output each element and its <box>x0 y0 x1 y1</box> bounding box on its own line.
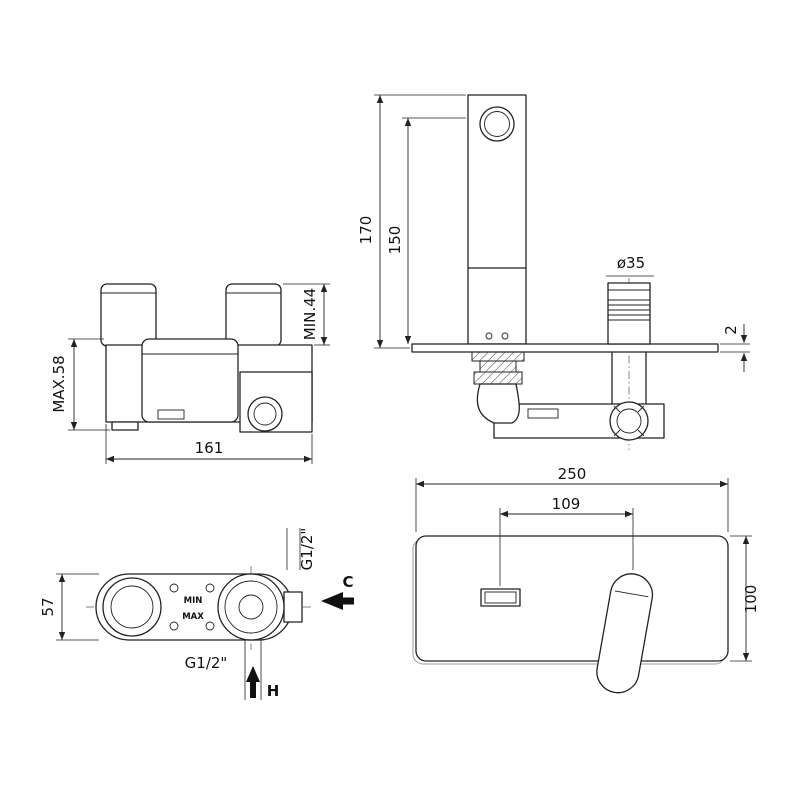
screw-hole <box>485 332 493 340</box>
screw-hole <box>169 583 179 593</box>
spout-outlet-circle <box>479 106 515 142</box>
top-body-shapes: MIN MAX <box>95 573 303 641</box>
dim-plate-thickness-label: 2 <box>722 325 740 335</box>
cold-arrow-icon <box>321 592 343 610</box>
view-plate-front: 250 109 100 <box>412 465 760 694</box>
hot-label: H <box>267 682 280 700</box>
dim-max-depth-label: MAX.58 <box>50 355 68 412</box>
dimension-min-depth: MIN.44 <box>283 283 330 346</box>
dim-plate-width-label: 250 <box>558 465 587 483</box>
dimension-plate-width: 250 <box>415 465 729 532</box>
mixer-handle <box>596 573 654 694</box>
mount-foot <box>111 421 139 431</box>
dim-min-depth-label: MIN.44 <box>301 288 319 340</box>
screw-hole <box>205 583 215 593</box>
dim-total-height-label: 170 <box>357 216 375 245</box>
dimension-plate-thickness: 2 <box>720 324 750 372</box>
hot-arrow-icon <box>246 666 260 682</box>
cold-label: C <box>342 573 353 591</box>
dim-spout-height-label: 150 <box>386 226 404 255</box>
body-shapes <box>100 283 313 433</box>
inwall-assembly <box>471 351 665 441</box>
dim-spout-to-handle-label: 109 <box>552 495 581 513</box>
dimension-spout-height: 150 <box>386 117 466 344</box>
dimension-spout-to-handle: 109 <box>499 495 634 586</box>
max-marking: MAX <box>182 612 204 622</box>
dimension-max-depth: MAX.58 <box>50 338 110 431</box>
outlet-tab <box>283 591 303 623</box>
dim-cartridge-diameter-label: ø35 <box>617 254 645 272</box>
wall-plate <box>415 535 729 662</box>
view-body-side: MAX.58 MIN.44 161 <box>50 283 330 464</box>
thread-top-label: G1/2" <box>298 528 316 571</box>
screw-hole <box>501 332 509 340</box>
dim-plate-height-label: 100 <box>742 585 760 614</box>
dimension-cartridge-diameter: ø35 <box>606 254 654 277</box>
min-marking: MIN <box>184 596 203 606</box>
outlet-circle <box>247 396 283 432</box>
thread-callout-top: G1/2" <box>286 528 316 571</box>
spout-elbow <box>476 383 520 424</box>
thread-bottom-label: G1/2" <box>185 654 228 672</box>
cartridge-column <box>607 282 651 345</box>
hot-port-circle <box>102 577 162 637</box>
screw-hole <box>205 621 215 631</box>
view-faucet-side: 170 150 ø35 2 <box>357 94 750 450</box>
hot-inlet-marker: H <box>244 640 280 700</box>
spout-body <box>467 94 527 345</box>
dimension-body-width: 161 <box>105 424 313 464</box>
dim-body-width-label: 161 <box>195 439 224 457</box>
dimension-total-height: 170 <box>357 94 466 349</box>
view-body-top: MIN MAX 57 G1/2" C G1/2" <box>39 528 354 700</box>
front-housing <box>141 338 239 423</box>
dim-top-depth-label: 57 <box>39 597 57 616</box>
cartridge-circle <box>217 573 285 641</box>
dimension-top-depth: 57 <box>39 573 99 641</box>
screw-hole <box>169 621 179 631</box>
thread-callout-bottom: G1/2" <box>185 654 228 672</box>
spout-outlet-front <box>480 588 521 607</box>
cold-inlet-marker: C <box>321 573 354 610</box>
plate-edge <box>411 343 719 353</box>
dimension-plate-height: 100 <box>730 535 760 662</box>
